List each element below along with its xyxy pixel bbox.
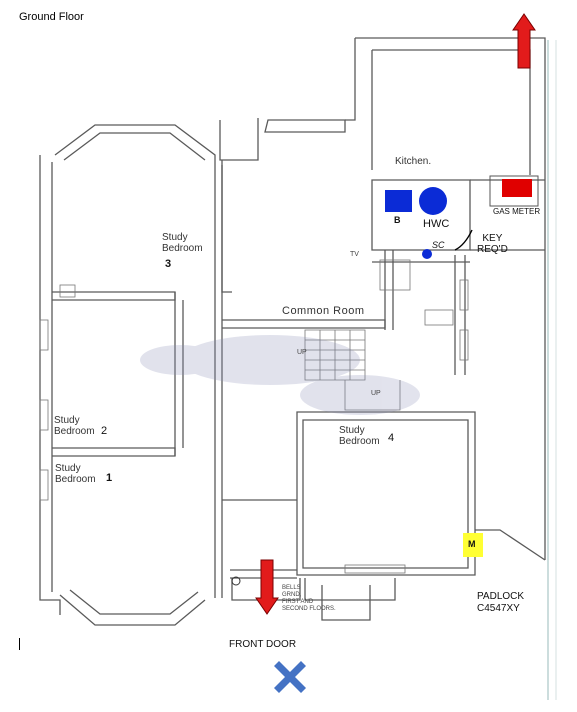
common-room-label: Common Room [282, 305, 365, 317]
stairs-up-label-2: UP [371, 390, 381, 397]
study-bedroom-3-label: Study Bedroom [162, 232, 203, 254]
kitchen-label: Kitchen. [395, 156, 432, 167]
stop-cock-label: SC [432, 240, 445, 250]
study-bedroom-2-number: 2 [101, 425, 108, 437]
exit-arrow-up [512, 13, 536, 69]
boiler-marker [385, 190, 412, 212]
study-bedroom-1-label: Study Bedroom [55, 463, 96, 485]
stop-cock-marker [422, 249, 432, 259]
stairs-up-label-1: UP [297, 349, 307, 356]
hwc-label: HWC [423, 218, 450, 230]
study-bedroom-3-number: 3 [165, 258, 172, 270]
hot-water-cylinder-marker [419, 187, 447, 215]
plan-shading [140, 335, 420, 415]
study-bedroom-1-number: 1 [106, 472, 113, 484]
window-marks [39, 259, 469, 574]
door-bell-symbol [231, 576, 241, 586]
study-bedroom-4-number: 4 [388, 432, 395, 444]
meter-label: M [468, 539, 476, 549]
walls [39, 37, 546, 626]
boiler-label: B [394, 215, 401, 225]
key-pointer [454, 229, 473, 251]
bells-note: BELLS GRND, FIRST AND SECOND FLOORS. [282, 585, 336, 612]
text-cursor [19, 638, 20, 650]
front-door-label: FRONT DOOR [229, 639, 297, 650]
staircase [304, 329, 401, 411]
assembly-point-marker [274, 661, 306, 693]
study-bedroom-2-label: Study Bedroom [54, 415, 95, 437]
front-door-arrow [255, 559, 279, 615]
electric-meter-marker [463, 533, 483, 557]
gas-meter-marker [502, 179, 532, 197]
padlock-label: PADLOCK C4547XY [477, 591, 525, 614]
gas-meter-label: GAS METER [493, 207, 541, 216]
sheet-title: Ground Floor [19, 11, 84, 23]
study-bedroom-4-label: Study Bedroom [339, 425, 380, 447]
gas-meter-box [489, 175, 539, 207]
tv-label: TV [350, 251, 359, 258]
key-required-label: KEY REQ'D [477, 233, 508, 255]
